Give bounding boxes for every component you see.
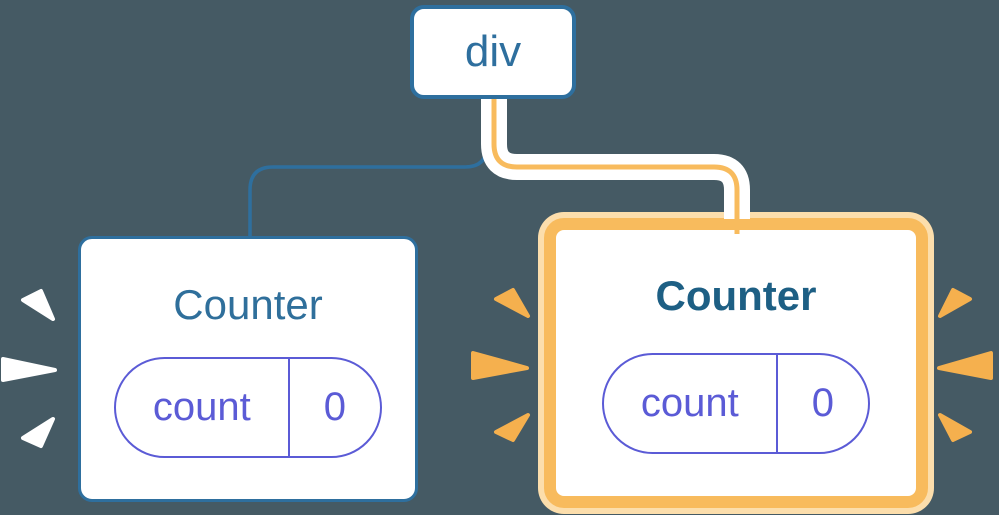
spark-icon [494,288,530,318]
white-burst-spark-icons [1,289,57,448]
state-key: count [604,355,778,452]
root-node-label: div [464,27,522,76]
connector-blue-left [248,99,489,237]
component-title: Counter [173,281,323,328]
state-pill: count 0 [602,353,870,454]
state-key: count [116,359,290,456]
connector-highlight-outline [481,99,750,219]
spark-icon [937,351,993,380]
counter-card-right-highlighted: Counter count 0 [544,218,928,508]
spark-icon [938,413,972,442]
root-node-div: div [410,5,576,99]
spark-icon [938,288,972,318]
state-pill: count 0 [114,357,382,458]
spark-icon [21,289,55,321]
state-value: 0 [811,381,834,425]
orange-burst-spark-icons-left [471,288,530,442]
spark-icon [471,351,529,380]
connector-orange-core [491,99,740,234]
component-title: Counter [655,272,817,319]
spark-icon [21,417,55,448]
orange-burst-spark-icons-right [937,288,993,442]
state-value: 0 [323,385,346,429]
spark-icon [494,413,530,442]
counter-card-left: Counter count 0 [78,236,418,502]
spark-icon [1,357,57,382]
